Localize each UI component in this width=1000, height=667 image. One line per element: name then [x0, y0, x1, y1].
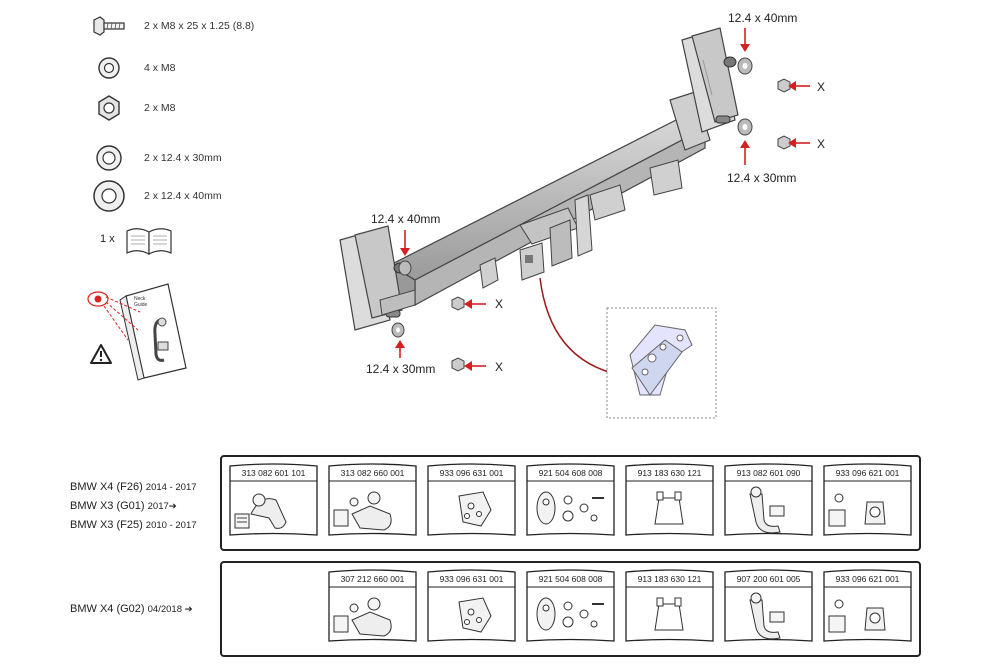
detail-inset — [606, 307, 717, 419]
towbar-frame-diagram — [320, 0, 820, 420]
dim-label-top-right-lower: 12.4 x 30mm — [727, 171, 797, 185]
hardware-item-washer-30: 2 x 12.4 x 30mm — [92, 143, 222, 173]
vehicle-line: BMW X3 (G01) 2017➔ — [70, 500, 177, 512]
x-marker: X — [495, 360, 504, 374]
beam-brackets — [479, 159, 683, 289]
bag-outline — [724, 463, 813, 536]
holder-icon — [654, 597, 684, 631]
neck-icon — [749, 486, 785, 534]
part-number: 933 096 621 001 — [835, 574, 900, 584]
part-number: 933 096 621 001 — [835, 468, 900, 478]
bag-outline — [823, 463, 912, 536]
dim-label-left-lower: 12.4 x 30mm — [366, 362, 436, 376]
left-side-bracket — [339, 225, 416, 331]
parts-bag: 933 096 631 001 — [425, 568, 518, 644]
vehicle-line: BMW X4 (G02) 04/2018 ➔ — [70, 603, 193, 615]
manual-qty: 1 x — [100, 233, 115, 245]
vehicle-line: BMW X4 (F26) 2014 - 2017 — [70, 481, 197, 493]
hardware-label: 2 x 12.4 x 40mm — [144, 190, 222, 202]
dim-label-left-upper: 12.4 x 40mm — [371, 212, 441, 226]
bag-outline — [823, 569, 912, 642]
neck-guide-text: Neck Guide — [134, 296, 148, 308]
neck-guide-card: Neck Guide — [82, 282, 192, 382]
detachable-icon — [333, 491, 392, 531]
part-number: 913 082 601 090 — [736, 468, 801, 478]
part-number: 933 096 631 001 — [439, 468, 504, 478]
right-side-bracket — [669, 27, 739, 151]
parts-bag: 921 504 608 008 — [524, 462, 617, 538]
washer-medium-icon — [92, 143, 126, 173]
parts-bag: 933 096 621 001 — [821, 568, 914, 644]
book-icon — [124, 223, 174, 262]
socket-parts-icon — [536, 491, 604, 525]
x-marker: X — [495, 297, 504, 311]
plate-icon — [458, 491, 492, 527]
dim-label-top-right-upper: 12.4 x 40mm — [728, 11, 798, 25]
part-number: 921 504 608 008 — [538, 468, 603, 478]
part-number: 313 082 660 001 — [340, 468, 405, 478]
hardware-item-nut: 2 x M8 — [92, 93, 176, 123]
nut-markers — [451, 78, 791, 372]
part-number: 907 200 601 005 — [736, 574, 801, 584]
parts-bag: 913 183 630 121 — [623, 568, 716, 644]
small-parts-icon — [828, 599, 886, 633]
hardware-label: 4 x M8 — [144, 62, 176, 74]
hardware-label: 2 x M8 x 25 x 1.25 (8.8) — [144, 20, 255, 32]
nut-icon — [92, 93, 126, 123]
towball-icon — [234, 493, 287, 529]
warning-icon — [89, 343, 113, 370]
part-number: 933 096 631 001 — [439, 574, 504, 584]
washer-markers — [391, 57, 753, 338]
washer-large-icon — [92, 180, 126, 212]
parts-bag: 307 212 660 001 — [326, 568, 419, 644]
parts-bag: 907 200 601 005 — [722, 568, 815, 644]
hardware-label: 2 x 12.4 x 30mm — [144, 152, 222, 164]
parts-bag: 913 183 630 121 — [623, 462, 716, 538]
small-parts-icon — [828, 493, 886, 527]
part-number: 921 504 608 008 — [538, 574, 603, 584]
parts-bag: 933 096 621 001 — [821, 462, 914, 538]
red-arrows — [395, 28, 810, 371]
bag-outline — [724, 569, 813, 642]
part-number: 913 183 630 121 — [637, 468, 702, 478]
plate-icon — [458, 597, 492, 633]
washer-small-icon — [92, 53, 126, 83]
detachable-icon — [333, 597, 392, 637]
part-number: 913 183 630 121 — [637, 574, 702, 584]
parts-bag: 921 504 608 008 — [524, 568, 617, 644]
parts-bag: 313 082 660 001 — [326, 462, 419, 538]
parts-bag: 933 096 631 001 — [425, 462, 518, 538]
parts-bag: 313 082 601 101 — [227, 462, 320, 538]
neck-icon — [749, 592, 785, 640]
hardware-item-washer-40: 2 x 12.4 x 40mm — [92, 180, 222, 212]
x-marker: X — [817, 80, 826, 94]
bolt-icon — [92, 11, 126, 41]
holder-icon — [654, 491, 684, 525]
part-number: 307 212 660 001 — [340, 574, 405, 584]
hardware-item-bolt: 2 x M8 x 25 x 1.25 (8.8) — [92, 11, 254, 41]
socket-parts-icon — [536, 597, 604, 631]
part-number: 313 082 601 101 — [241, 468, 306, 478]
parts-bag: 913 082 601 090 — [722, 462, 815, 538]
hardware-label: 2 x M8 — [144, 102, 176, 114]
hardware-item-washer-m8: 4 x M8 — [92, 53, 176, 83]
vehicle-line: BMW X3 (F25) 2010 - 2017 — [70, 519, 197, 531]
x-marker: X — [817, 137, 826, 151]
neck-guide-illustration — [87, 283, 187, 381]
